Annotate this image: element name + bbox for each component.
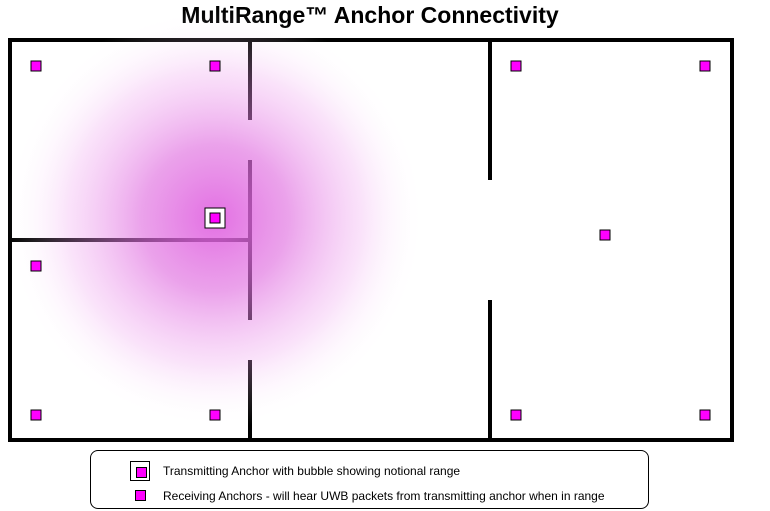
- receiving-anchor-symbol: [130, 486, 150, 506]
- receiving-anchors: [30, 60, 711, 421]
- receiving-anchor: [209, 409, 221, 421]
- legend: Transmitting Anchor with bubble showing …: [90, 450, 649, 509]
- receiving-anchor: [30, 409, 42, 421]
- floor-plan: [5, 8, 734, 442]
- legend-label-transmitting: Transmitting Anchor with bubble showing …: [163, 464, 461, 478]
- receiving-anchor: [510, 409, 522, 421]
- receiving-anchor: [30, 260, 42, 272]
- receiving-anchor: [699, 409, 711, 421]
- receiving-anchor: [510, 60, 522, 72]
- receiving-anchor: [30, 60, 42, 72]
- transmitting-anchor-symbol: [130, 461, 150, 481]
- receiving-anchor: [209, 60, 221, 72]
- receiving-anchor: [599, 229, 611, 241]
- receiving-anchor: [699, 60, 711, 72]
- transmitting-anchor: [204, 207, 226, 229]
- legend-label-receiving: Receiving Anchors - will hear UWB packet…: [163, 489, 605, 503]
